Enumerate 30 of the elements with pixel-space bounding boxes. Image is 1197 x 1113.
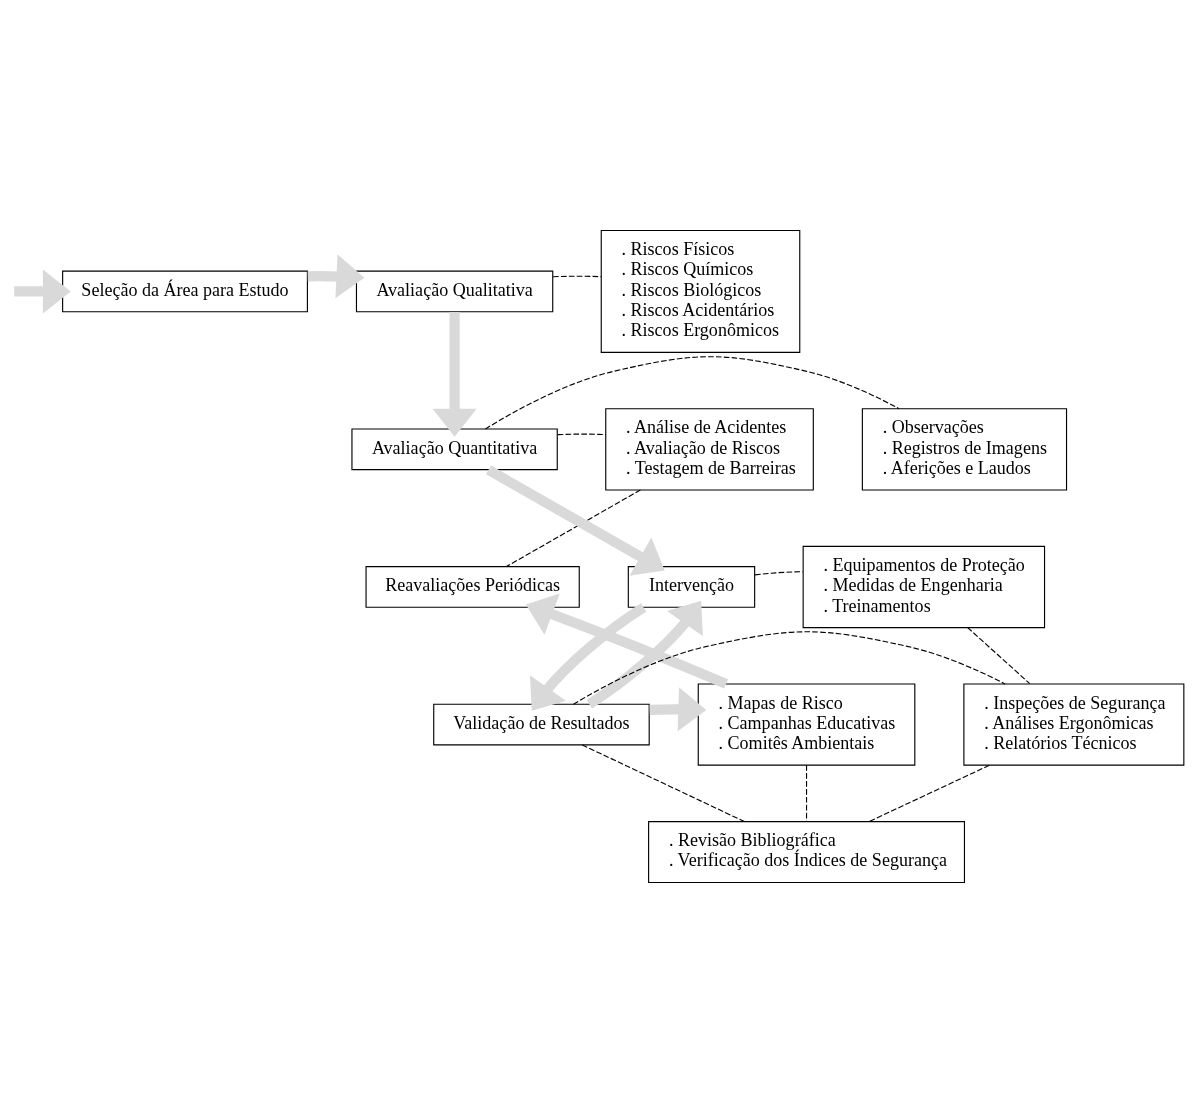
node-box: . Inspeções de Segurança . Análises Ergonômicas . Relatórios Técnicos: [963, 683, 1185, 766]
node-box: . Mapas de Risco . Campanhas Educativas . Comitês Ambientais: [697, 683, 916, 766]
node-box: . Revisão Bibliográfica . Verificação dos Índices de Segurança: [648, 821, 965, 884]
arrow: [529, 603, 647, 711]
arrow: [486, 465, 665, 576]
node-box: Intervenção: [627, 566, 756, 608]
node-box: Validação de Resultados: [433, 703, 650, 746]
node-box: Seleção da Área para Estudo: [62, 270, 308, 313]
node-box: Reavaliações Periódicas: [365, 566, 580, 608]
connector: [967, 627, 1031, 685]
node-box: . Equipamentos de Proteção . Medidas de Engenharia . Treinamentos: [802, 545, 1046, 629]
arrow: [649, 687, 707, 732]
connector: [557, 433, 607, 436]
arrow: [586, 600, 703, 709]
connector: [868, 764, 990, 823]
connector: [484, 356, 900, 430]
connector: [754, 571, 804, 576]
node-box: Avaliação Quantitativa: [351, 428, 558, 471]
arrow: [14, 269, 71, 314]
node-box: Avaliação Qualitativa: [355, 270, 554, 313]
arrow: [307, 254, 365, 299]
arrow: [525, 593, 729, 689]
node-box: . Riscos Físicos . Riscos Químicos . Riscos Biológicos . Riscos Acidentários . Riscos Ergonômicos: [600, 229, 801, 353]
arrow: [432, 311, 477, 437]
node-box: . Análise de Acidentes . Avaliação de Riscos . Testagem de Barreiras: [605, 408, 814, 491]
connector: [581, 744, 745, 823]
connector: [505, 489, 641, 568]
connector: [572, 631, 1006, 705]
node-box: . Observações . Registros de Imagens . Aferições e Laudos: [861, 408, 1068, 491]
connector: [552, 275, 602, 278]
